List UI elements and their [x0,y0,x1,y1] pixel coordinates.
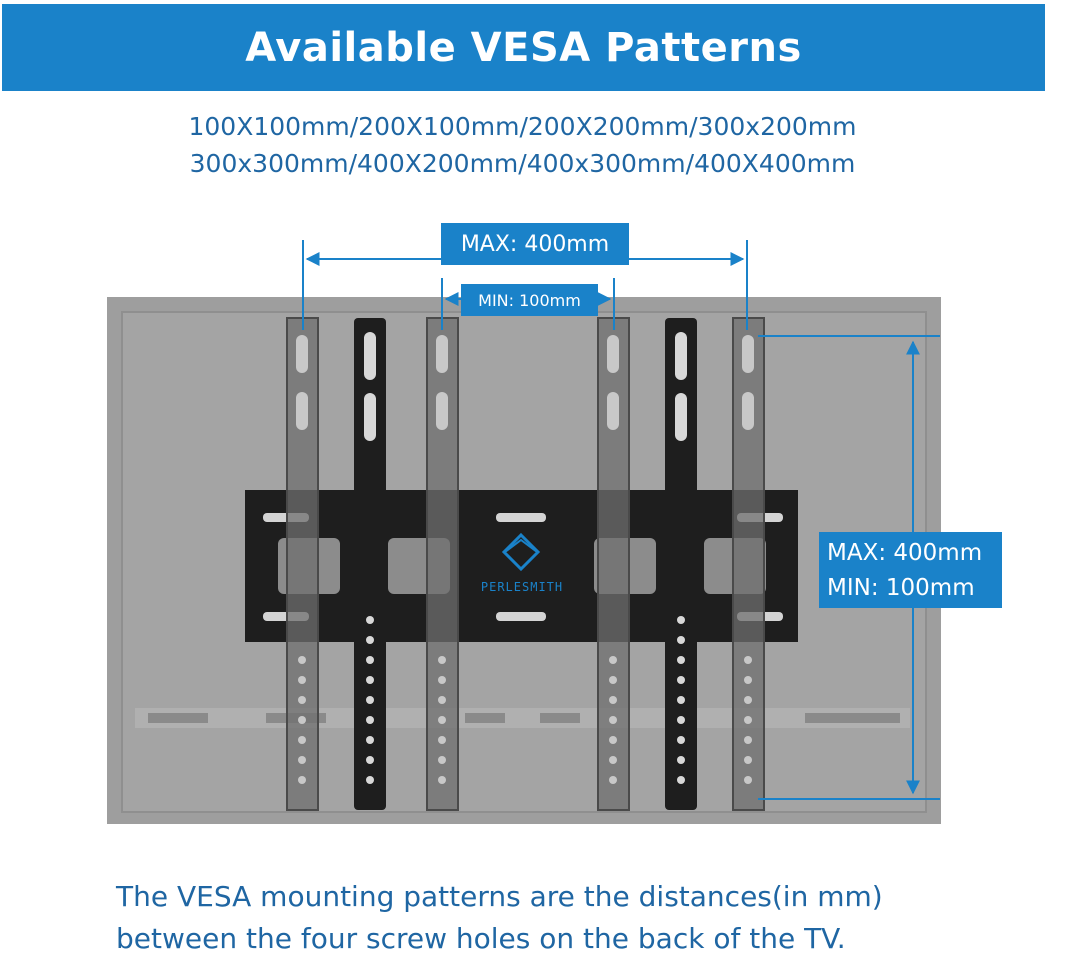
pattern-line-2: 300x300mm/400X200mm/400x300mm/400X400mm [189,149,856,178]
header-banner: Available VESA Patterns [2,4,1045,91]
max-vertical-label: MAX: 400mm [827,540,983,566]
max-horizontal-label: MAX: 400mm [441,223,629,265]
pattern-line-1: 100X100mm/200X100mm/200X200mm/300x200mm [188,112,857,141]
footer-line-2: between the four screw holes on the back… [116,922,846,955]
brand-name: PERLESMITH [481,580,563,594]
perlesmith-logo [501,532,541,572]
vertical-dimension-label: MAX: 400mm MIN: 100mm [819,532,1002,608]
min-vertical-label: MIN: 100mm [827,575,975,601]
black-arm-holes [364,332,687,784]
arm-black-2 [665,318,697,810]
tv-vent-strip [135,708,910,728]
gray-arm-holes [296,335,754,784]
min-horizontal-label: MIN: 100mm [461,284,598,316]
black-arms [354,318,697,810]
footer-line-1: The VESA mounting patterns are the dista… [116,880,883,913]
arm-black-1 [354,318,386,810]
page-title: Available VESA Patterns [245,24,802,71]
gray-arms [286,317,765,811]
footer-description: The VESA mounting patterns are the dista… [116,876,1056,960]
vesa-pattern-list: 100X100mm/200X100mm/200X200mm/300x200mm … [0,108,1045,182]
